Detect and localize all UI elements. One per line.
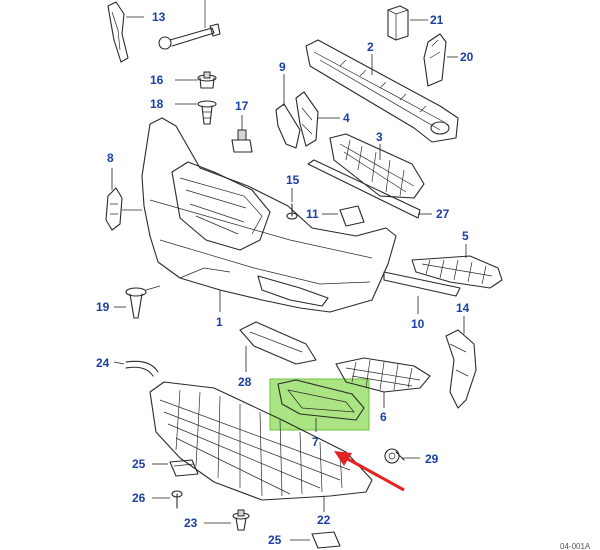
part-6-mesh-grille — [335, 357, 431, 393]
callout-2: 2 — [367, 40, 374, 54]
tow-eye — [158, 0, 221, 50]
part-24-hose — [125, 360, 159, 377]
callout-22: 22 — [317, 513, 331, 527]
callout-19: 19 — [96, 300, 110, 314]
part-29-clip — [384, 448, 405, 464]
part-27-strip — [307, 159, 421, 219]
callout-28: 28 — [238, 375, 252, 389]
part-18-push-pin — [197, 100, 217, 125]
callout-8: 8 — [107, 151, 114, 165]
part-9-trim — [275, 103, 301, 149]
part-23-clip — [232, 509, 250, 531]
part-17-clip — [231, 129, 253, 153]
callout-6: 6 — [380, 410, 387, 424]
callout-20: 20 — [460, 50, 474, 64]
part-28-bezel — [239, 321, 317, 365]
callout-7: 7 — [312, 435, 319, 449]
part-10-strip — [383, 271, 461, 297]
part-19-clip — [125, 285, 161, 319]
part-21-clip — [387, 5, 409, 41]
callout-9: 9 — [279, 60, 286, 74]
part-15-screw — [286, 203, 298, 220]
part-25-clip-upper — [169, 459, 199, 477]
part-20-bracket — [423, 33, 447, 87]
part-22-undertray — [149, 381, 373, 501]
callout-13: 13 — [152, 10, 166, 24]
callout-29: 29 — [425, 452, 439, 466]
part-11-cover — [339, 205, 365, 227]
callout-27: 27 — [436, 207, 450, 221]
part-3-upper-grille — [329, 133, 425, 199]
part-25-clip-lower — [311, 531, 341, 549]
callout-25-upper: 25 — [132, 457, 146, 471]
callout-21: 21 — [430, 13, 444, 27]
callout-16: 16 — [150, 73, 164, 87]
red-pointer-arrow — [334, 451, 405, 492]
part-4-bracket — [295, 91, 319, 147]
callout-17: 17 — [235, 99, 249, 113]
part-7-bezel — [277, 379, 365, 421]
callout-23: 23 — [184, 516, 198, 530]
part-8-side-bracket — [105, 187, 142, 231]
callout-15: 15 — [286, 173, 300, 187]
part-14-bracket — [445, 329, 477, 409]
callout-25-lower: 25 — [268, 533, 282, 547]
callout-5: 5 — [462, 229, 469, 243]
callout-1: 1 — [216, 315, 223, 329]
part-7-highlight — [269, 378, 370, 431]
callout-10: 10 — [411, 317, 425, 331]
part-5-grille — [411, 255, 503, 289]
part-2-absorber — [305, 39, 459, 143]
part-1-bumper-cover — [141, 117, 397, 313]
callout-11: 11 — [306, 207, 319, 221]
callout-18: 18 — [150, 97, 164, 111]
footer-code: 04-001A — [560, 542, 591, 550]
callout-3: 3 — [376, 130, 383, 144]
part-16-clip — [197, 71, 217, 89]
part-26-screw — [171, 490, 183, 509]
callout-24: 24 — [96, 356, 110, 370]
callout-14: 14 — [456, 301, 470, 315]
part-13-bracket — [107, 1, 129, 63]
callout-4: 4 — [343, 111, 350, 125]
callout-26: 26 — [132, 491, 146, 505]
